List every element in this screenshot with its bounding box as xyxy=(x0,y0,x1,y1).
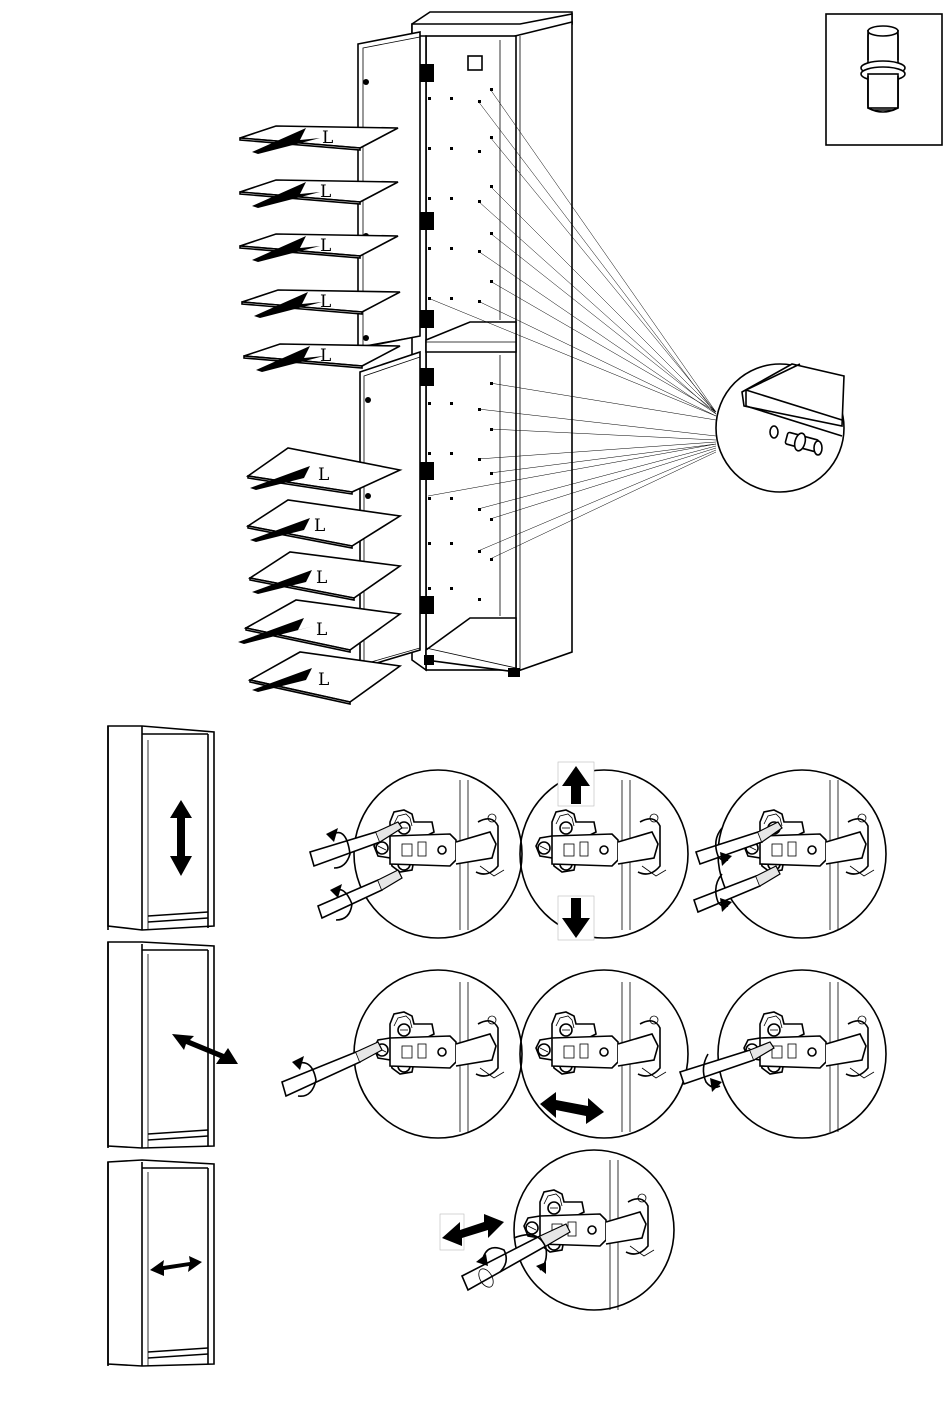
shelf-label: L xyxy=(320,236,331,256)
depth-arrow-icon xyxy=(540,1092,604,1124)
door-view-lateral xyxy=(108,1160,214,1366)
shelf-label: L xyxy=(318,670,329,690)
hinge-depth-step-3 xyxy=(680,970,886,1138)
door-view-depth xyxy=(108,942,238,1148)
shelf-label: L xyxy=(320,292,331,312)
shelf-label: L xyxy=(316,568,327,588)
hinge-depth-step-1 xyxy=(282,970,522,1138)
shelf-label: L xyxy=(320,346,331,366)
knob-detail xyxy=(826,14,942,145)
shelf-label: L xyxy=(320,182,331,202)
screwdriver-icon xyxy=(462,1224,570,1290)
knob-icon xyxy=(861,26,905,112)
door-view-vertical xyxy=(108,726,214,930)
hinge-depth-step-2 xyxy=(520,970,688,1138)
screwdriver-icon xyxy=(282,1042,382,1096)
shelf-label: L xyxy=(318,465,329,485)
hinge-vertical-step-1 xyxy=(310,770,522,938)
shelf-label: L xyxy=(314,516,325,536)
shelf-label: L xyxy=(316,620,327,640)
hinge-vertical-step-3 xyxy=(694,770,886,938)
hinge-vertical-step-2 xyxy=(520,762,688,940)
shelf-pin-icon xyxy=(785,432,822,455)
shelf-label: L xyxy=(322,128,333,148)
hinge-lateral-detail xyxy=(440,1150,674,1310)
tall-cabinet xyxy=(358,12,572,677)
shelf-pin-detail xyxy=(716,364,844,492)
